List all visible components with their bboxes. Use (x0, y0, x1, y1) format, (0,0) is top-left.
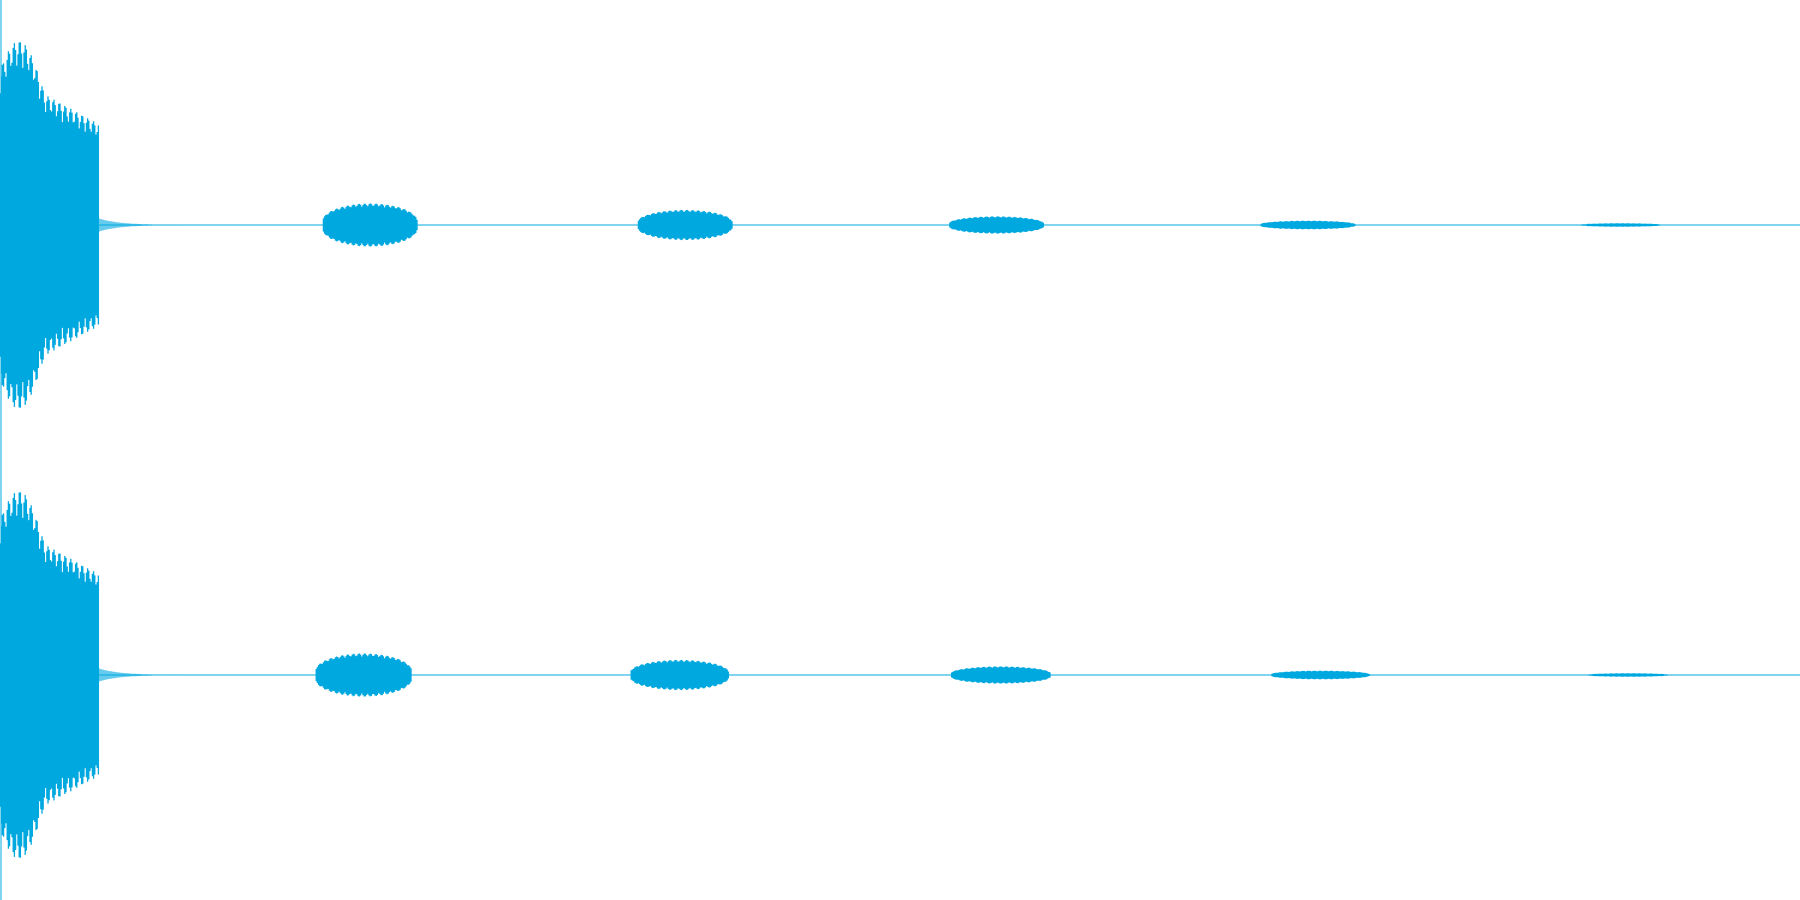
channel-2-burst-2 (315, 653, 412, 697)
channel-2-burst-3 (630, 659, 730, 691)
channel-1-burst-1 (0, 42, 100, 408)
channel-1-track[interactable] (0, 42, 1800, 408)
channel-2-burst-6 (1588, 673, 1669, 677)
channel-1-burst-2 (322, 203, 418, 247)
channel-2-burst-tail (98, 668, 184, 682)
channel-1-burst-5 (1260, 220, 1356, 230)
channel-1-burst-tail (98, 218, 184, 232)
channel-1-burst-6 (1580, 223, 1662, 227)
channel-2-track[interactable] (0, 492, 1800, 858)
channel-2-burst-1 (0, 492, 100, 858)
channel-1-burst-3 (637, 209, 733, 241)
channel-2-burst-5 (1271, 670, 1370, 680)
channel-1-burst-4 (949, 216, 1045, 234)
channel-2-burst-4 (950, 666, 1051, 684)
